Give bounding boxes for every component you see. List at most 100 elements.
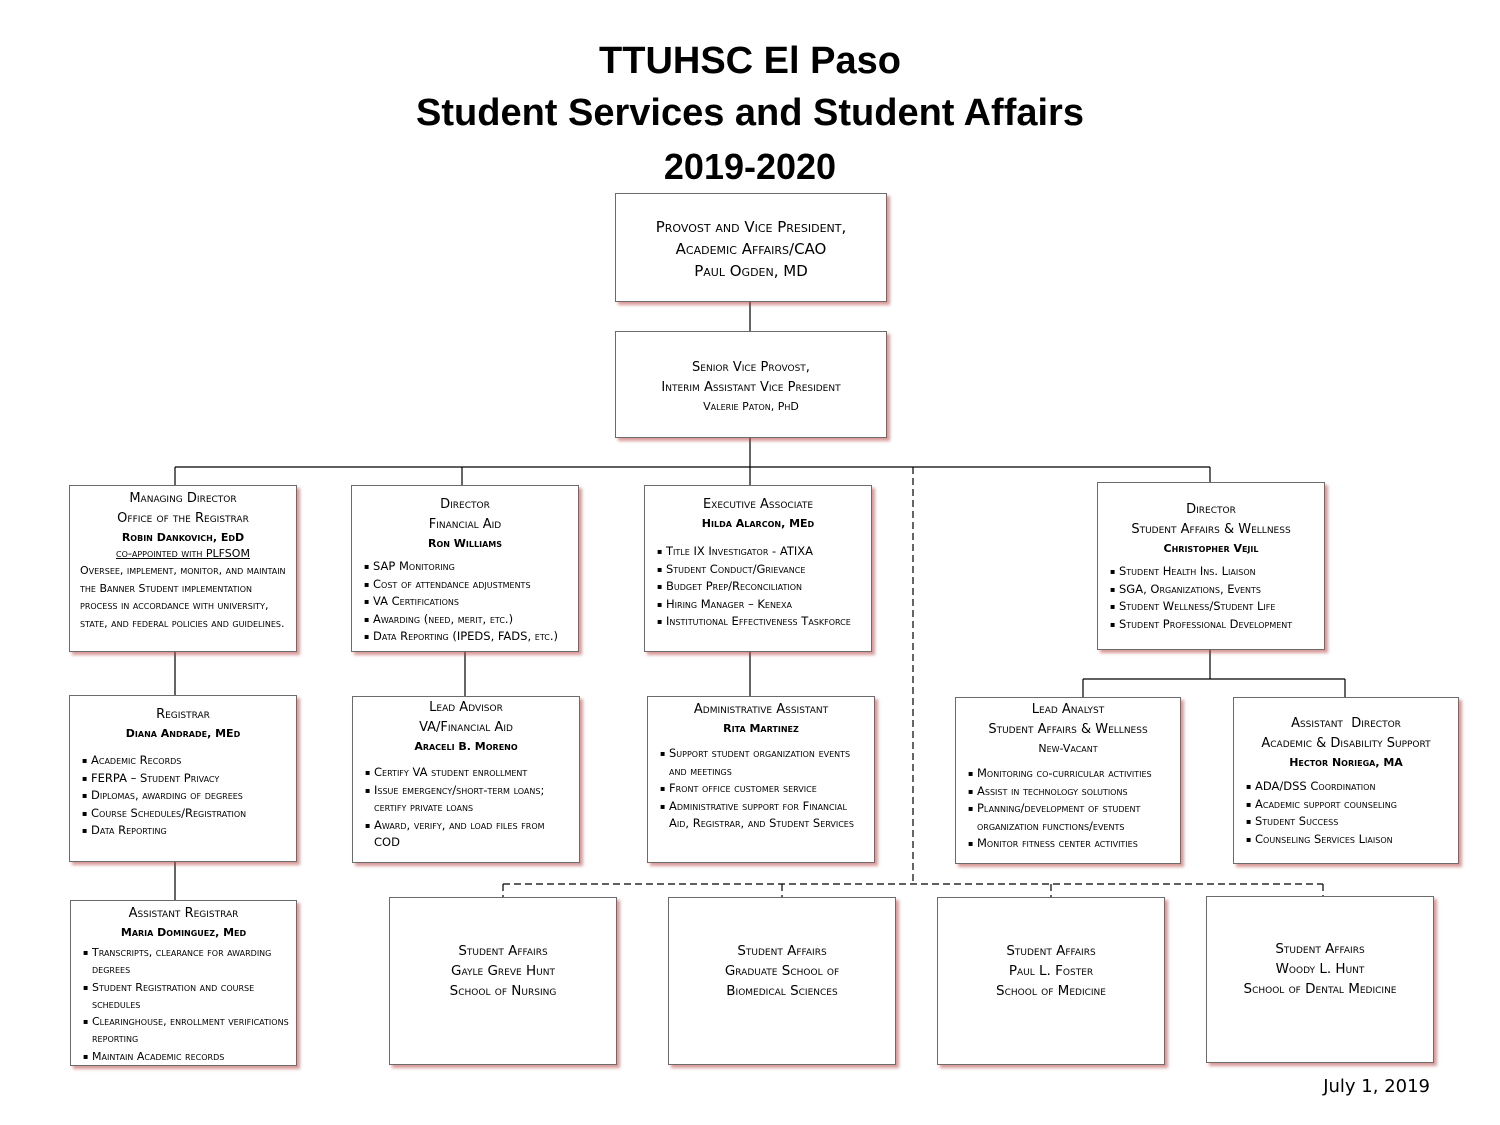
list-item: Academic support counseling: [1246, 796, 1452, 814]
list-item: SAP Monitoring: [364, 558, 572, 576]
lead-analyst-box: Lead Analyst Student Affairs & Wellness …: [955, 697, 1181, 864]
svp-name: Valerie Paton, PhD: [703, 400, 799, 413]
list-item: Student Wellness/Student Life: [1110, 598, 1318, 616]
list-item: Monitoring co-curricular activities: [968, 765, 1174, 783]
registrar-office-title-1: Managing Director: [129, 491, 237, 506]
list-item: Cost of attendance adjustments: [364, 576, 572, 594]
asst-director-name: Hector Noriega, MA: [1289, 756, 1403, 769]
exec-associate-name: Hilda Alarcon, MEd: [701, 517, 815, 530]
list-item: Academic Records: [82, 752, 290, 770]
student-affairs-director-box: Director Student Affairs & Wellness Chri…: [1097, 482, 1325, 650]
list-item: Planning/development of student organiza…: [968, 800, 1174, 835]
registrar-office-description: Oversee, implement, monitor, and maintai…: [80, 564, 286, 630]
asst-registrar-name: Maria Dominguez, Med: [120, 926, 247, 939]
list-item: Diplomas, awarding of degrees: [82, 787, 290, 805]
list-item: Transcripts, clearance for awarding degr…: [83, 944, 290, 979]
financial-aid-name: Ron Williams: [428, 537, 502, 550]
admin-assistant-name: Rita Martinez: [723, 722, 799, 735]
provost-box: Provost and Vice President, Academic Aff…: [615, 193, 887, 302]
list-item: Student Registration and course schedule…: [83, 979, 290, 1014]
list-item: SGA, Organizations, Events: [1110, 581, 1318, 599]
lead-analyst-title-1: Lead Analyst: [1031, 702, 1105, 717]
list-item: Issue emergency/short-term loans; certif…: [365, 782, 573, 817]
list-item: Data Reporting (IPEDS, FADS, etc.): [364, 628, 572, 646]
registrar-box: Registrar Diana Andrade, MEd Academic Re…: [69, 695, 297, 862]
school-line-1: Student Affairs: [737, 943, 827, 959]
registrar-office-title-2: Office of the Registrar: [117, 511, 249, 526]
list-item: Institutional Effectiveness Taskforce: [657, 613, 865, 631]
financial-aid-title-1: Director: [440, 497, 490, 512]
list-item: Assist in technology solutions: [968, 783, 1174, 801]
lead-analyst-title-2: Student Affairs & Wellness: [988, 722, 1148, 737]
list-item: Student Success: [1246, 813, 1452, 831]
asst-registrar-title: Assistant Registrar: [128, 906, 239, 921]
school-box-dental: Student Affairs Woody L. Hunt School of …: [1206, 896, 1434, 1063]
registrar-title: Registrar: [156, 707, 210, 722]
lead-advisor-name: Araceli B. Moreno: [414, 740, 518, 753]
school-box-nursing: Student Affairs Gayle Greve Hunt School …: [389, 897, 617, 1065]
list-item: Certify VA student enrollment: [365, 764, 573, 782]
financial-aid-box: Director Financial Aid Ron Williams SAP …: [351, 485, 579, 652]
list-item: Award, verify, and load files from COD: [365, 817, 573, 852]
list-item: Student Health Ins. Liaison: [1110, 563, 1318, 581]
lead-analyst-name: New-Vacant: [1038, 742, 1098, 755]
sa-director-name: Christopher Vejil: [1163, 542, 1259, 555]
sa-director-title-2: Student Affairs & Wellness: [1131, 522, 1291, 537]
list-item: ADA/DSS Coordination: [1246, 778, 1452, 796]
lead-advisor-title-2: VA/Financial Aid: [419, 720, 513, 735]
sa-director-title-1: Director: [1186, 502, 1236, 517]
list-item: Maintain Academic records: [83, 1048, 290, 1066]
asst-director-title-1: Assistant Director: [1291, 716, 1401, 731]
executive-associate-box: Executive Associate Hilda Alarcon, MEd T…: [644, 485, 872, 652]
school-line-1: Student Affairs: [1006, 943, 1096, 959]
list-item: FERPA – Student Privacy: [82, 770, 290, 788]
admin-assistant-box: Administrative Assistant Rita Martinez S…: [647, 696, 875, 863]
list-item: Budget Prep/Reconciliation: [657, 578, 865, 596]
school-line-2: Graduate School of: [724, 963, 840, 979]
list-item: VA Certifications: [364, 593, 572, 611]
financial-aid-title-2: Financial Aid: [428, 517, 502, 532]
assistant-registrar-box: Assistant Registrar Maria Dominguez, Med…: [70, 900, 297, 1066]
school-line-3: School of Dental Medicine: [1243, 981, 1397, 997]
chart-year: 2019-2020: [663, 146, 837, 187]
registrar-office-box: Managing Director Office of the Registra…: [69, 485, 297, 652]
list-item: Clearinghouse, enrollment verifications …: [83, 1013, 290, 1048]
list-item: Hiring Manager – Kenexa: [657, 596, 865, 614]
list-item: Data Reporting: [82, 822, 290, 840]
registrar-office-coappointed: co-appointed with PLFSOM: [116, 547, 250, 560]
asst-director-title-2: Academic & Disability Support: [1261, 736, 1431, 751]
list-item: Counseling Services Liaison: [1246, 831, 1452, 849]
registrar-office-name: Robin Dankovich, EdD: [121, 531, 245, 544]
list-item: Front office customer service: [660, 780, 868, 798]
provost-title-1: Provost and Vice President,: [655, 218, 847, 236]
registrar-name: Diana Andrade, MEd: [125, 727, 241, 740]
school-line-1: Student Affairs: [1275, 941, 1365, 957]
admin-assistant-title: Administrative Assistant: [693, 702, 829, 717]
list-item: Awarding (need, merit, etc.): [364, 611, 572, 629]
school-line-3: School of Medicine: [996, 983, 1106, 999]
chart-subtitle: Student Services and Student Affairs: [416, 92, 1084, 134]
school-box-biomedical: Student Affairs Graduate School of Biome…: [668, 897, 896, 1065]
provost-name: Paul Ogden, MD: [694, 262, 808, 280]
list-item: Student Professional Development: [1110, 616, 1318, 634]
list-item: Monitor fitness center activities: [968, 835, 1174, 853]
school-line-3: School of Nursing: [449, 983, 557, 999]
assistant-director-box: Assistant Director Academic & Disability…: [1233, 697, 1459, 864]
school-line-1: Student Affairs: [458, 943, 548, 959]
school-line-2: Woody L. Hunt: [1275, 961, 1365, 977]
list-item: Title IX Investigator - ATIXA: [657, 543, 865, 561]
svp-title-1: Senior Vice Provost,: [692, 360, 810, 375]
school-line-3: Biomedical Sciences: [726, 983, 838, 999]
footer-date: July 1, 2019: [1323, 1076, 1430, 1097]
list-item: Student Conduct/Grievance: [657, 561, 865, 579]
senior-vice-provost-box: Senior Vice Provost, Interim Assistant V…: [615, 331, 887, 438]
lead-advisor-title-1: Lead Advisor: [429, 700, 503, 715]
lead-advisor-box: Lead Advisor VA/Financial Aid Araceli B.…: [352, 696, 580, 863]
school-line-2: Paul L. Foster: [1008, 963, 1094, 979]
list-item: Administrative support for Financial Aid…: [660, 798, 868, 833]
school-box-medicine: Student Affairs Paul L. Foster School of…: [937, 897, 1165, 1065]
exec-associate-title: Executive Associate: [702, 497, 814, 512]
school-line-2: Gayle Greve Hunt: [451, 963, 555, 979]
list-item: Support student organization events and …: [660, 745, 868, 780]
